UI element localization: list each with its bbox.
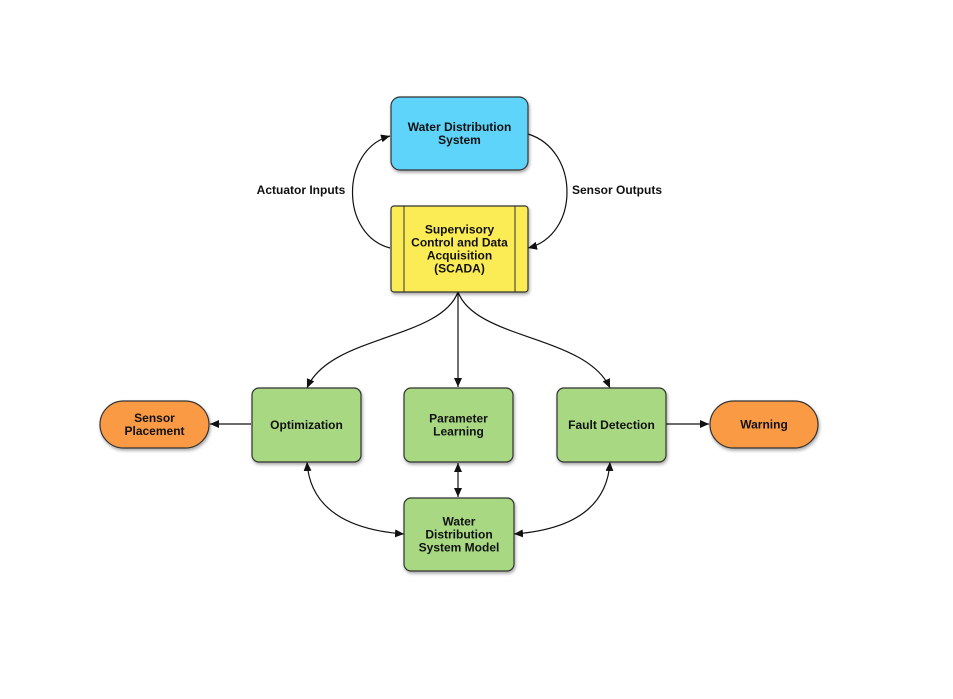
node-label-line: Acquisition: [427, 249, 492, 263]
edge-optimization-model: [303, 461, 405, 538]
node-label: Optimization: [270, 418, 343, 432]
node-label: Fault Detection: [568, 418, 655, 432]
node-shape: [251, 387, 362, 463]
node-optimization: Optimization: [251, 387, 362, 463]
node-shape: [403, 387, 514, 463]
node-shape: [556, 387, 667, 463]
node-shape: [403, 497, 515, 572]
node-shape: [99, 400, 210, 449]
node-label-line: Sensor: [134, 411, 175, 425]
edge-actuator-inputs: [351, 134, 391, 249]
node-shape: [390, 96, 529, 171]
node-label-line: Learning: [433, 425, 484, 439]
node-fault-detection: Fault Detection: [556, 387, 667, 463]
node-label-line: Fault Detection: [568, 418, 655, 432]
node-label-line: Optimization: [270, 418, 343, 432]
edge-scada-optimization: [306, 291, 459, 389]
label-sensor-outputs: Sensor Outputs: [572, 183, 662, 197]
node-shape: [709, 400, 819, 449]
edge-fault-detection-model: [513, 461, 614, 538]
node-label-line: Control and Data: [411, 236, 508, 250]
node-warning: Warning: [709, 400, 819, 449]
node-label-line: System Model: [419, 541, 500, 555]
node-label-line: (SCADA): [434, 262, 485, 276]
node-label-line: Warning: [740, 418, 788, 432]
edge-sensor-outputs: [527, 133, 568, 250]
node-label-line: Placement: [124, 424, 184, 438]
node-label-line: Supervisory: [425, 223, 495, 237]
node-label-line: Water Distribution: [408, 120, 512, 134]
edge-scada-fault-detection: [457, 291, 611, 389]
node-label-line: Distribution: [425, 528, 492, 542]
label-actuator-inputs: Actuator Inputs: [257, 183, 346, 197]
node-label: Warning: [740, 418, 788, 432]
node-label-line: System: [438, 133, 481, 147]
node-label-line: Parameter: [429, 412, 488, 426]
node-label-line: Water: [443, 515, 476, 529]
node-shape: [390, 205, 529, 293]
